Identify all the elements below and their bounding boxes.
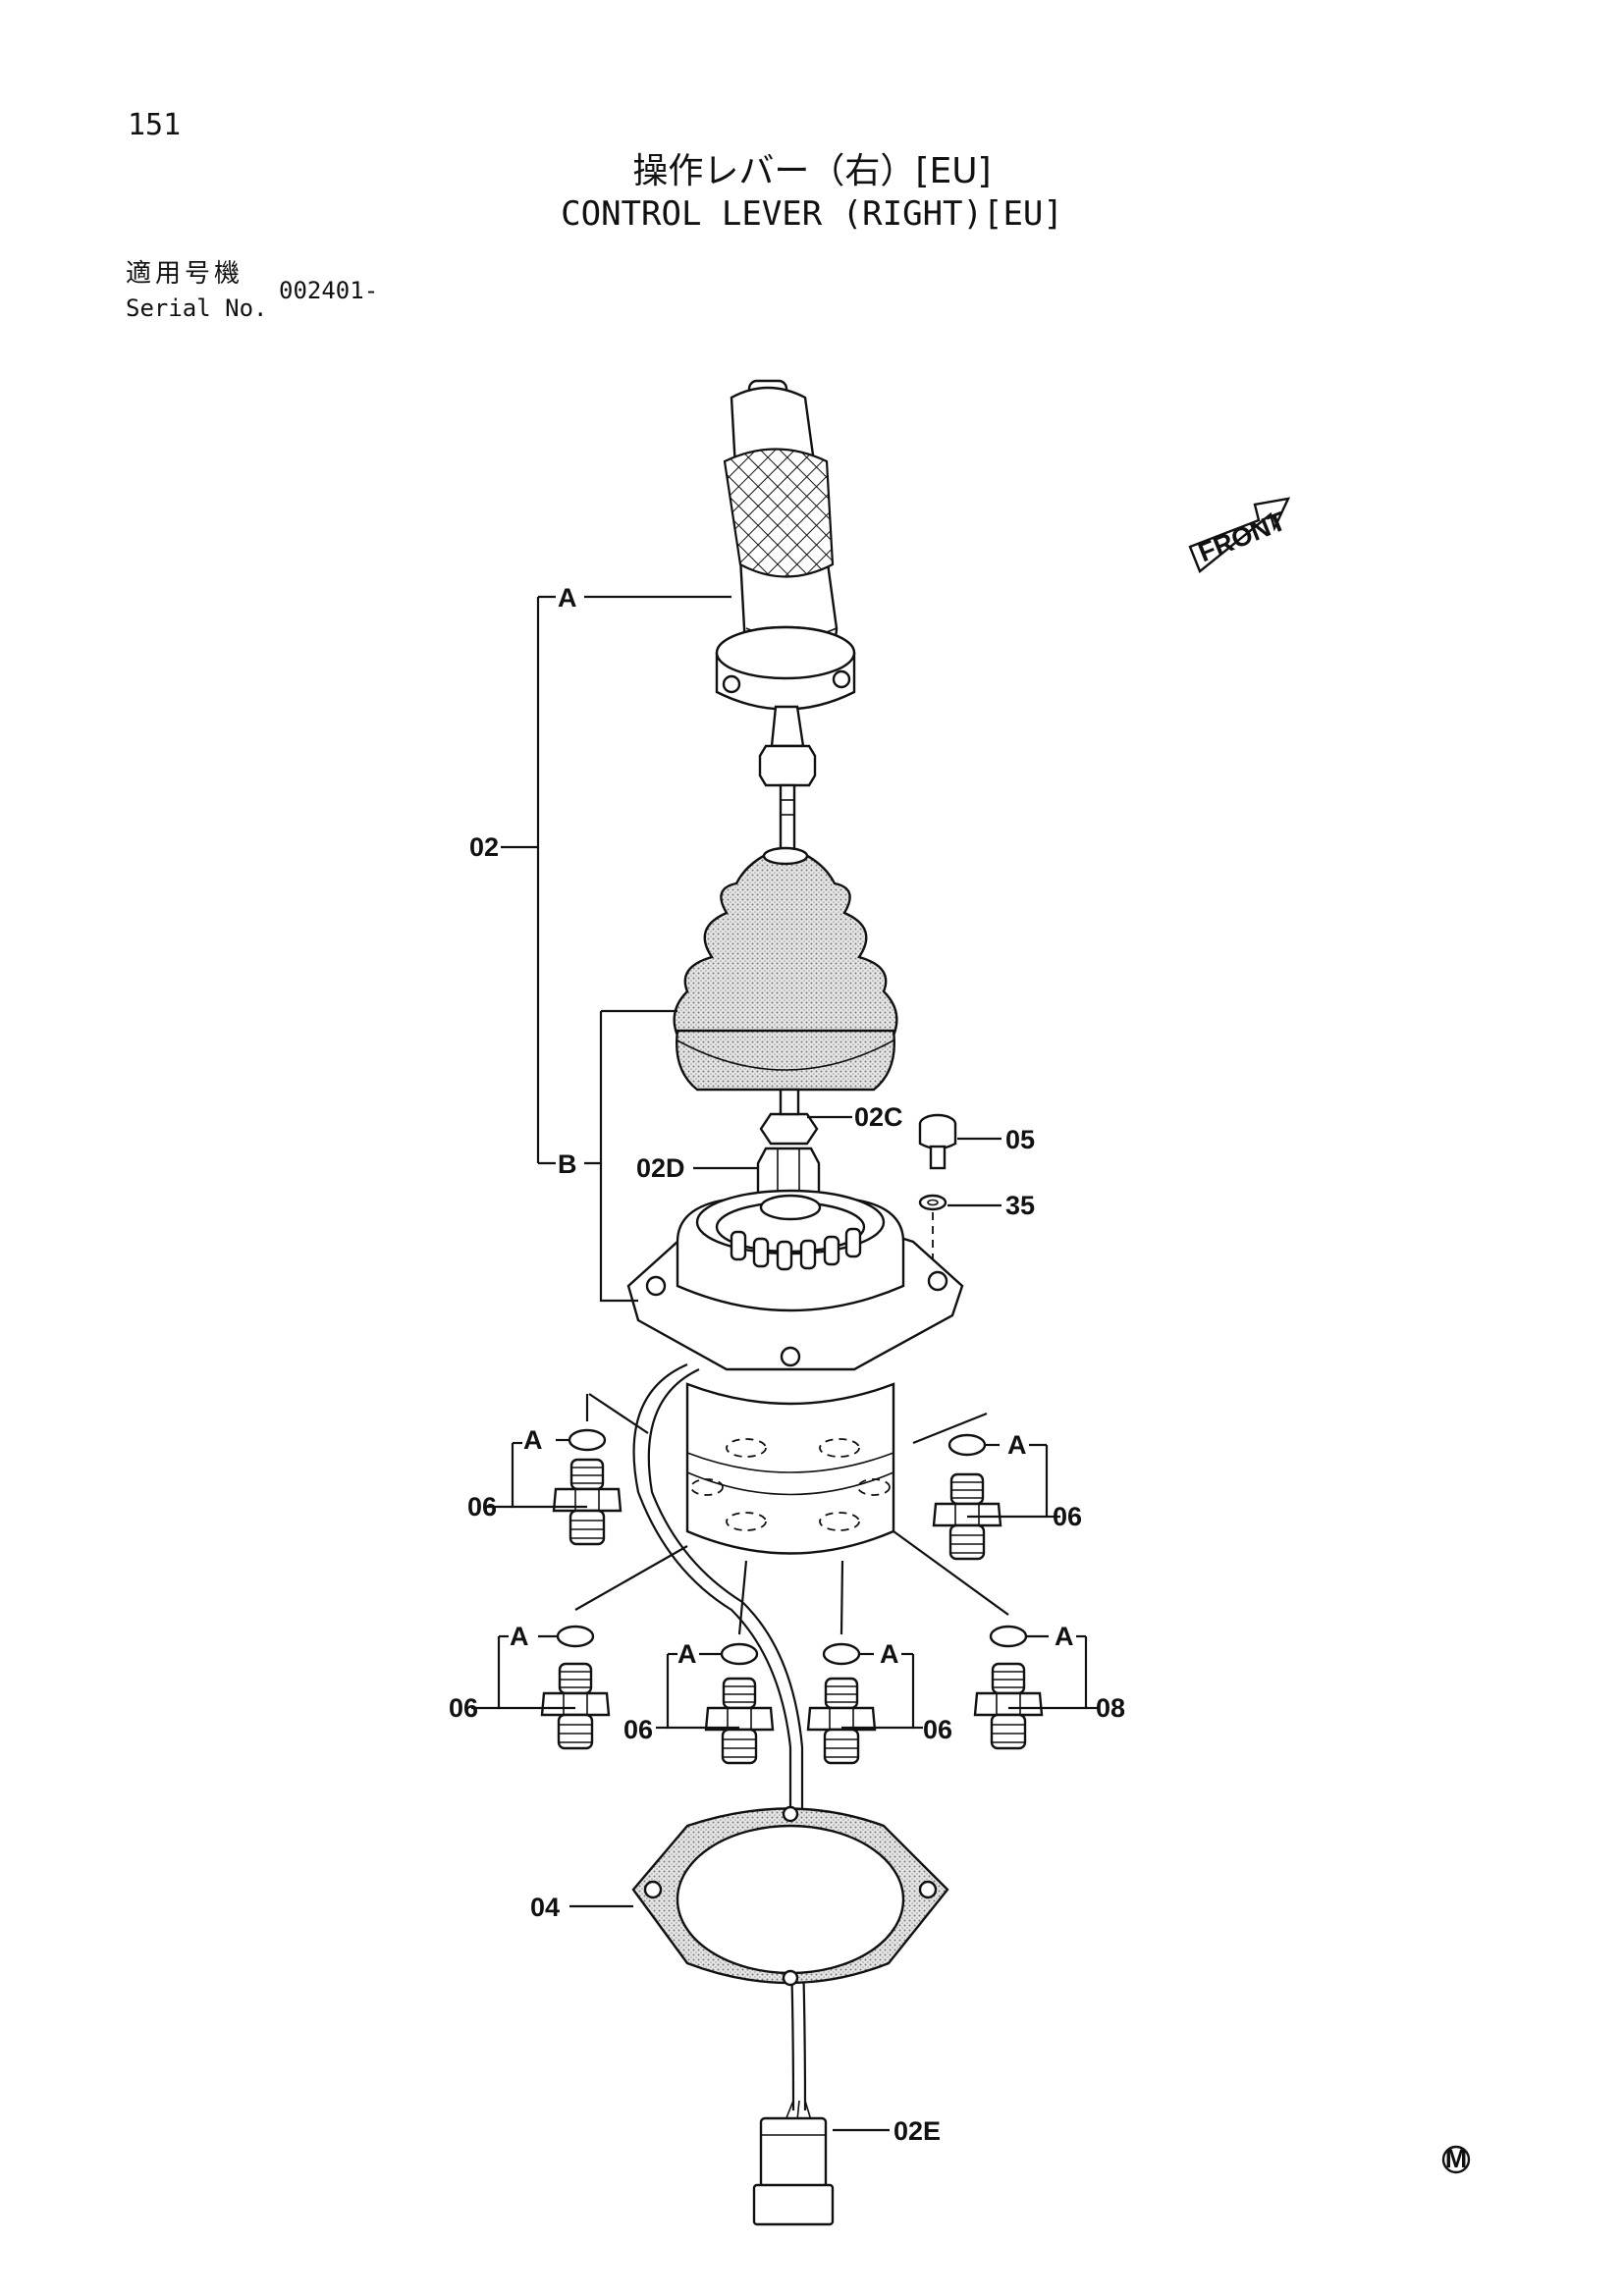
callout-06-lower-3: 06 [923, 1715, 952, 1744]
callout-06-lower-1: 06 [449, 1693, 478, 1723]
serial-number-value: 002401- [279, 277, 379, 304]
callout-08: 08 [1096, 1693, 1125, 1723]
o-ring-upper-left [568, 1428, 607, 1452]
lever-grip [723, 379, 839, 658]
pilot-valve-body [626, 1189, 964, 1555]
callout-06-upper-right: 06 [1053, 1502, 1082, 1531]
callout-a-lower-4: A [1055, 1622, 1074, 1651]
nut-02c [759, 1088, 819, 1146]
callout-35: 35 [1005, 1191, 1035, 1220]
connector-02e [752, 2100, 835, 2226]
serial-label-english: Serial No. [126, 294, 268, 322]
o-ring-upper-right [947, 1433, 987, 1457]
footer-mark-icon: M [1441, 2144, 1471, 2174]
fitting-06-upper-left [552, 1458, 623, 1546]
page-title-japanese: 操作レバー（右）[EU] [632, 151, 992, 191]
callout-a-lower-2: A [677, 1639, 697, 1669]
fitting-06-lower-1 [540, 1662, 611, 1750]
lever-shaft [758, 705, 817, 856]
callout-a-upper-left: A [523, 1425, 543, 1455]
lever-clamp-collar [715, 625, 856, 711]
bracket-02 [501, 595, 731, 1303]
callout-a-top: A [558, 583, 577, 613]
callout-04: 04 [530, 1893, 560, 1922]
callout-02d: 02D [636, 1153, 685, 1183]
callout-02e: 02E [893, 2116, 941, 2146]
front-arrow-label: FRONT [1194, 506, 1290, 567]
o-ring-lower-4 [989, 1625, 1028, 1648]
callout-a-lower-1: A [510, 1622, 529, 1651]
o-ring-lower-1 [556, 1625, 595, 1648]
callout-02c: 02C [854, 1102, 903, 1132]
fitting-06-lower-2 [704, 1677, 775, 1765]
o-ring-lower-3 [822, 1642, 861, 1666]
gasket-04 [631, 1805, 949, 1987]
front-arrow-icon: FRONT [1188, 497, 1290, 573]
callout-06-upper-left: 06 [467, 1492, 497, 1522]
o-ring-lower-2 [720, 1642, 759, 1666]
rubber-boot [673, 846, 898, 1092]
fitting-06-lower-3 [806, 1677, 877, 1765]
callout-05: 05 [1005, 1125, 1035, 1154]
callout-02: 02 [469, 832, 499, 862]
footer-mark-label: M [1445, 2144, 1468, 2173]
callout-a-upper-right: A [1007, 1430, 1027, 1460]
fitting-08 [973, 1662, 1044, 1750]
washer-35 [918, 1194, 947, 1211]
serial-label-japanese: 適用号機 [126, 259, 244, 289]
page-number: 151 [128, 108, 182, 142]
screw-05 [918, 1113, 957, 1170]
callout-b: B [558, 1149, 577, 1179]
callout-06-lower-2: 06 [623, 1715, 653, 1744]
page-title-english: CONTROL LEVER (RIGHT)[EU] [561, 194, 1063, 234]
callout-a-lower-3: A [880, 1639, 899, 1669]
